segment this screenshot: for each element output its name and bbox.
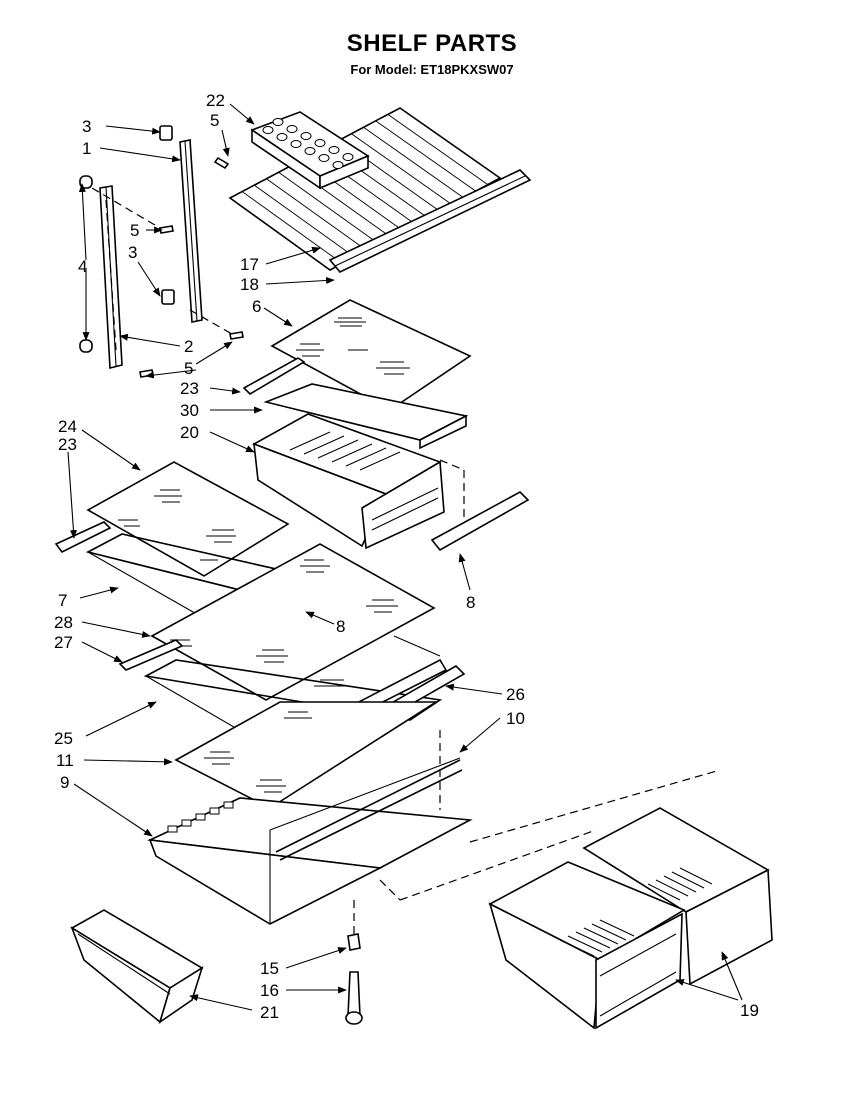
- crisper-drawer-rear: [582, 807, 773, 986]
- callout-24: 24: [58, 417, 77, 436]
- callout-28: 28: [54, 613, 73, 632]
- callout-2: 2: [184, 337, 193, 356]
- callout-8b: 8: [336, 617, 345, 636]
- meat-keeper-drawer: [252, 413, 445, 550]
- callout-10: 10: [506, 709, 525, 728]
- callout-23a: 23: [180, 379, 199, 398]
- shelf-rail-left: [99, 185, 123, 370]
- callout-6: 6: [252, 297, 261, 316]
- callout-5c: 5: [210, 111, 219, 130]
- page-title: SHELF PARTS: [346, 30, 518, 57]
- glass-shelf-upper: [270, 299, 472, 411]
- callout-26: 26: [506, 685, 525, 704]
- callout-17: 17: [240, 255, 259, 274]
- crisper-frame: [147, 757, 473, 925]
- callout-7: 7: [58, 591, 67, 610]
- glass-hatch-upper: [296, 317, 410, 375]
- trim-strip-8a: [430, 491, 530, 552]
- callout-1: 1: [82, 139, 91, 158]
- callout-3a: 3: [82, 117, 91, 136]
- callout-16: 16: [260, 981, 279, 1000]
- callout-9: 9: [60, 773, 69, 792]
- egg-tray: [250, 111, 370, 190]
- wire-shelf: [228, 107, 532, 273]
- glass-shelf-28: [150, 543, 436, 701]
- callout-25: 25: [54, 729, 73, 748]
- dairy-bin: [70, 909, 204, 1024]
- callout-19: 19: [740, 1001, 759, 1020]
- crisper-drawer-front: [488, 861, 686, 1030]
- callout-4: 4: [78, 257, 87, 276]
- callout-3b: 3: [128, 243, 137, 262]
- callout-5b: 5: [184, 359, 193, 378]
- shelf-trim-23a: [242, 357, 306, 396]
- callout-15: 15: [260, 959, 279, 978]
- shelf-trim-27: [118, 639, 184, 671]
- meat-keeper-cover: [263, 383, 469, 450]
- callout-30: 30: [180, 401, 199, 420]
- callout-23b: 23: [58, 435, 77, 454]
- glass-shelf-24: [86, 461, 290, 577]
- callout-8a: 8: [466, 593, 475, 612]
- roller-15: [347, 900, 361, 951]
- callout-11: 11: [56, 751, 74, 770]
- callout-27: 27: [54, 633, 73, 652]
- model-subtitle: For Model: ET18PKXSW07: [350, 62, 514, 77]
- screw-16: [345, 971, 363, 1025]
- callout-21: 21: [260, 1003, 279, 1022]
- callout-20: 20: [180, 423, 199, 442]
- shelf-trim-23b: [54, 521, 112, 554]
- callout-22: 22: [206, 91, 225, 110]
- shelf-rail-right: [179, 139, 203, 323]
- callout-5a: 5: [130, 221, 139, 240]
- callout-labels: 3 1 4 5 3 2 5 22 5 17 18 6 23 30 20 24 2…: [54, 91, 759, 1022]
- callout-leaders: [67, 103, 743, 1011]
- glass-shelf-11: [174, 701, 439, 809]
- callout-18: 18: [240, 275, 259, 294]
